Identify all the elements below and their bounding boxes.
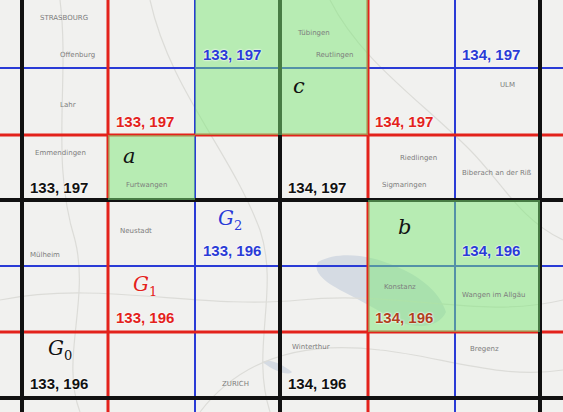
place-name: Offenburg bbox=[60, 52, 95, 59]
highlight-cell: a bbox=[108, 135, 195, 200]
tile-coordinate: 133, 197 bbox=[203, 47, 261, 62]
grid-line bbox=[0, 396, 563, 400]
grid-name: G0 bbox=[48, 338, 72, 358]
tile-coordinate: 134, 196 bbox=[375, 310, 433, 325]
lake bbox=[262, 361, 292, 374]
grid-name: G1 bbox=[133, 274, 157, 294]
cell-letter: a bbox=[123, 146, 136, 167]
place-name: ZURICH bbox=[222, 381, 249, 388]
tile-coordinate: 134, 196 bbox=[462, 243, 520, 258]
tile-coordinate: 133, 197 bbox=[116, 114, 174, 129]
tile-coordinate: 133, 196 bbox=[203, 243, 261, 258]
place-name: Neustadt bbox=[120, 228, 152, 235]
tile-coordinate: 133, 196 bbox=[116, 310, 174, 325]
tile-coordinate: 133, 197 bbox=[30, 180, 88, 195]
place-name: Reutlingen bbox=[316, 52, 354, 59]
place-name: Tübingen bbox=[298, 30, 330, 37]
tile-coordinate: 134, 197 bbox=[462, 47, 520, 62]
tile-coordinate: 134, 196 bbox=[288, 376, 346, 391]
place-name: Biberach an der Riß bbox=[462, 170, 531, 177]
tile-coordinate: 133, 196 bbox=[30, 376, 88, 391]
tile-coordinate: 134, 197 bbox=[288, 180, 346, 195]
cell-letter: c bbox=[293, 76, 305, 97]
place-name: Winterthur bbox=[292, 344, 330, 351]
place-name: STRASBOURG bbox=[40, 15, 88, 22]
place-name: Wangen im Allgäu bbox=[462, 292, 525, 299]
grid-line bbox=[20, 0, 24, 412]
place-name: Konstanz bbox=[384, 284, 416, 291]
place-name: Bregenz bbox=[470, 346, 499, 353]
place-name: Lahr bbox=[60, 102, 76, 109]
place-name: Sigmaringen bbox=[382, 182, 426, 189]
place-name: Emmendingen bbox=[35, 150, 86, 157]
place-name: Riedlingen bbox=[400, 155, 437, 162]
place-name: Furtwangen bbox=[126, 182, 167, 189]
grid-line bbox=[107, 0, 110, 412]
place-name: Mülheim bbox=[30, 252, 60, 259]
highlight-cell: c bbox=[195, 0, 368, 135]
grid-name: G2 bbox=[218, 208, 242, 228]
tile-coordinate: 134, 197 bbox=[375, 114, 433, 129]
place-name: ULM bbox=[500, 82, 515, 89]
cell-letter: b bbox=[398, 217, 411, 238]
